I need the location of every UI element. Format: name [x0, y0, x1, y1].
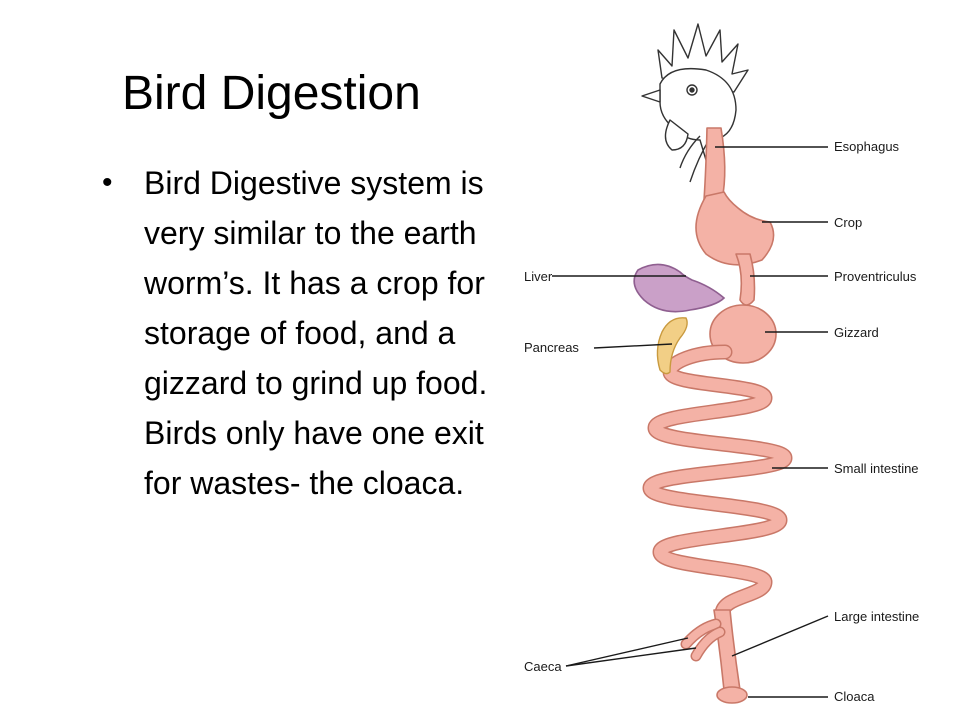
leader-caeca-2 [565, 647, 697, 667]
label-crop: Crop [834, 215, 862, 230]
leader-caeca-1 [565, 637, 689, 667]
pancreas-shape [656, 317, 688, 375]
label-gizzard: Gizzard [834, 325, 879, 340]
label-small-intestine: Small intestine [834, 461, 919, 476]
label-caeca: Caeca [524, 659, 562, 674]
digestive-tract [642, 127, 793, 704]
bullet-text: Bird Digestive system is very similar to… [144, 165, 488, 501]
bullet-list: • Bird Digestive system is very similar … [102, 158, 502, 508]
label-liver: Liver [524, 269, 553, 284]
label-cloaca: Cloaca [834, 689, 875, 704]
label-esophagus: Esophagus [834, 139, 900, 154]
small-intestine-shape [644, 346, 791, 620]
bullet-item: • Bird Digestive system is very similar … [102, 158, 502, 508]
beak [641, 89, 661, 103]
proventriculus-shape [735, 253, 756, 306]
liver-shape [633, 263, 726, 313]
slide-title: Bird Digestion [122, 67, 421, 120]
leader-lines [552, 146, 829, 698]
wattle [664, 119, 689, 151]
esophagus-shape [703, 127, 726, 201]
label-pancreas: Pancreas [524, 340, 579, 355]
bullet-dot: • [102, 166, 113, 199]
caecum-right [692, 628, 724, 660]
leader-large-intestine [731, 615, 829, 657]
cloaca-shape [716, 686, 748, 704]
caeca [680, 618, 726, 662]
bird-digestive-system-diagram: Esophagus Crop Proventriculus Gizzard Sm… [524, 23, 919, 704]
pupil [689, 87, 695, 93]
label-large-intestine: Large intestine [834, 609, 919, 624]
label-proventriculus: Proventriculus [834, 269, 917, 284]
crop-shape [695, 191, 775, 266]
leader-pancreas [593, 343, 673, 349]
caecum-left [682, 620, 720, 648]
rooster-head-illustration [641, 23, 749, 183]
